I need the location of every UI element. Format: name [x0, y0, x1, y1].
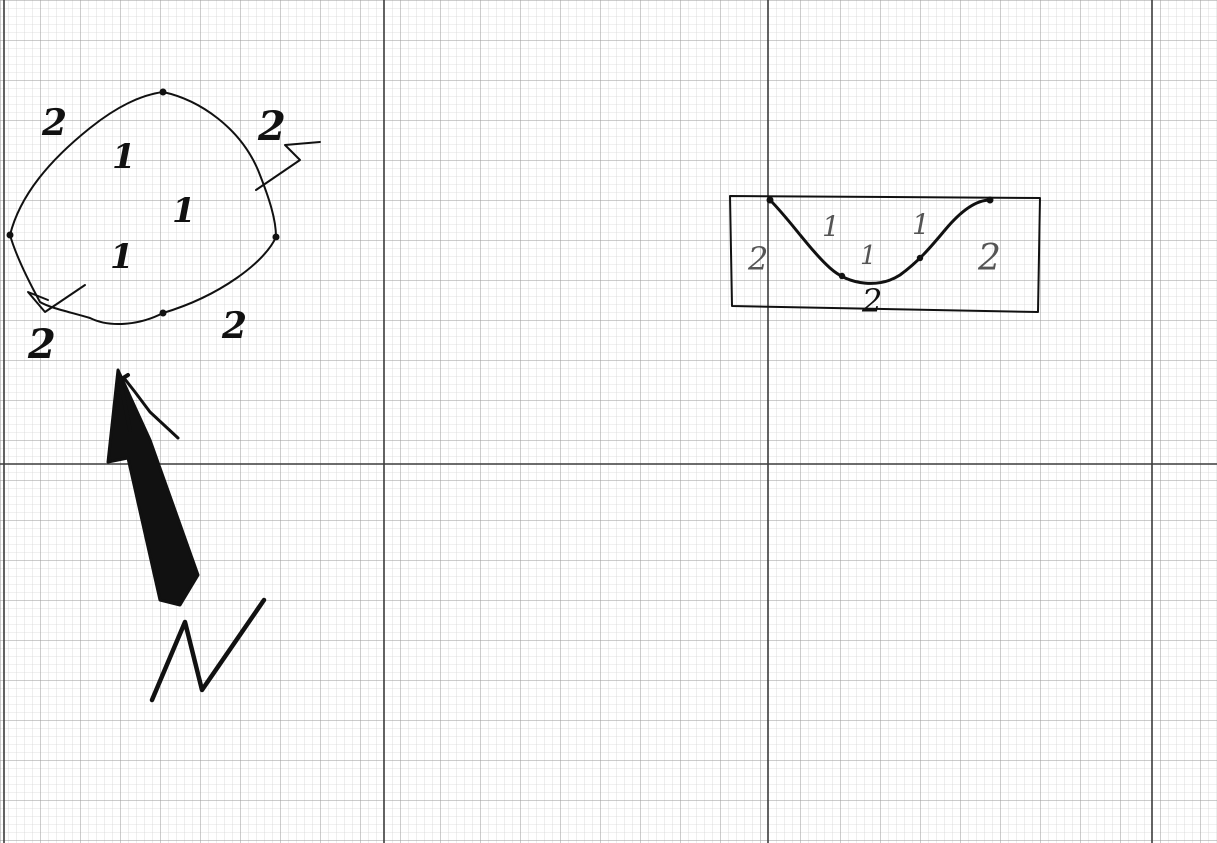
- right-label-right: 2: [977, 238, 1001, 279]
- right-inner-label-3: 1: [860, 241, 877, 271]
- right-inner-label-2: 1: [912, 208, 930, 241]
- left-label-top-right: 2: [257, 103, 286, 150]
- left-label-bottom-left: 2: [27, 321, 56, 368]
- right-label-left: 2: [747, 240, 768, 278]
- left-inner-label-3: 1: [110, 237, 134, 277]
- right-inner-label-1: 1: [822, 210, 840, 243]
- left-label-bottom-right: 2: [221, 305, 247, 347]
- left-inner-label-1: 1: [112, 137, 136, 177]
- left-inner-label-2: 1: [172, 191, 196, 231]
- left-label-top-left: 2: [41, 102, 67, 144]
- right-label-bottom: 2: [861, 282, 882, 320]
